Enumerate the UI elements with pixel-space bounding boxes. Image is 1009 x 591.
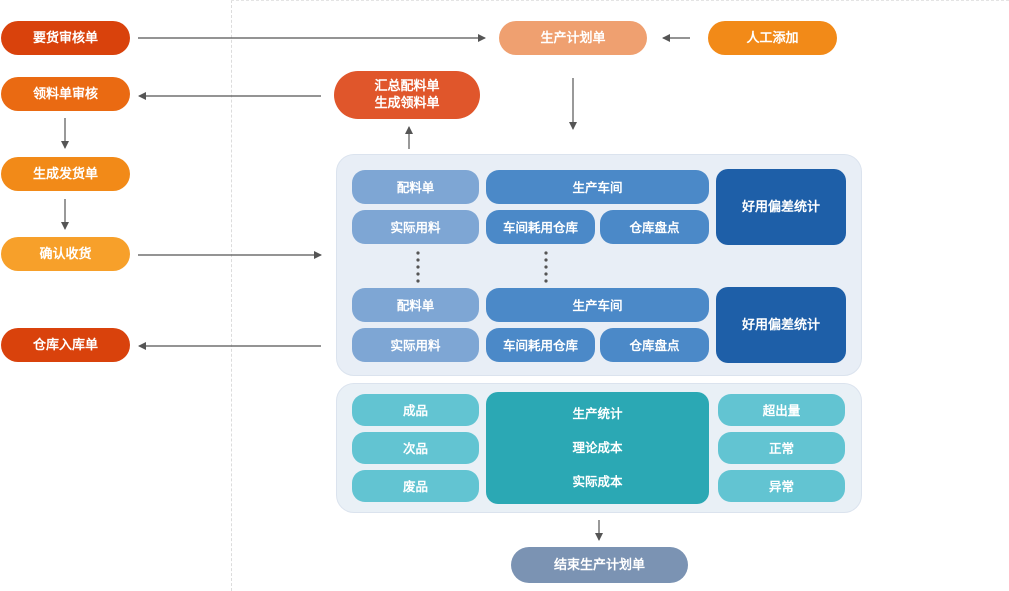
summary-line-1: 汇总配料单 (374, 79, 440, 94)
node-workshop-2[interactable]: 生产车间 (486, 288, 709, 322)
node-abnormal[interactable]: 异常 (718, 470, 845, 502)
node-normal[interactable]: 正常 (718, 432, 845, 464)
divider-horizontal (231, 0, 1009, 1)
node-finish-plan[interactable]: 结束生产计划单 (511, 547, 688, 583)
label-actual-cost: 实际成本 (572, 474, 623, 489)
node-summary[interactable]: 汇总配料单 生成领料单 (334, 71, 480, 119)
node-generate-shipping[interactable]: 生成发货单 (1, 157, 130, 191)
node-production-plan[interactable]: 生产计划单 (499, 21, 647, 55)
ellipsis-middle (544, 251, 548, 283)
node-workshop-1[interactable]: 生产车间 (486, 170, 709, 204)
node-review-request[interactable]: 要货审核单 (1, 21, 130, 55)
node-finished[interactable]: 成品 (352, 394, 479, 426)
divider-vertical (231, 0, 232, 591)
label-production-stats: 生产统计 (572, 406, 623, 421)
node-actual-material-1[interactable]: 实际用料 (352, 210, 479, 244)
ellipsis-left (416, 251, 420, 283)
node-deviation-stats-2[interactable]: 好用偏差统计 (716, 287, 846, 363)
node-deviation-stats-1[interactable]: 好用偏差统计 (716, 169, 846, 245)
node-workshop-warehouse-1[interactable]: 车间耗用仓库 (486, 210, 595, 244)
node-cost-block[interactable]: 生产统计 理论成本 实际成本 (486, 392, 709, 504)
node-confirm-receipt[interactable]: 确认收货 (1, 237, 130, 271)
node-waste[interactable]: 废品 (352, 470, 479, 502)
node-batching-2[interactable]: 配料单 (352, 288, 479, 322)
node-warehouse-entry[interactable]: 仓库入库单 (1, 328, 130, 362)
node-inventory-check-1[interactable]: 仓库盘点 (600, 210, 709, 244)
node-manual-add[interactable]: 人工添加 (708, 21, 837, 55)
node-over-output[interactable]: 超出量 (718, 394, 845, 426)
node-secondary[interactable]: 次品 (352, 432, 479, 464)
node-review-picking[interactable]: 领料单审核 (1, 77, 130, 111)
node-batching-1[interactable]: 配料单 (352, 170, 479, 204)
label-theoretical-cost: 理论成本 (572, 440, 623, 455)
node-workshop-warehouse-2[interactable]: 车间耗用仓库 (486, 328, 595, 362)
summary-line-2: 生成领料单 (374, 96, 440, 111)
node-inventory-check-2[interactable]: 仓库盘点 (600, 328, 709, 362)
node-actual-material-2[interactable]: 实际用料 (352, 328, 479, 362)
